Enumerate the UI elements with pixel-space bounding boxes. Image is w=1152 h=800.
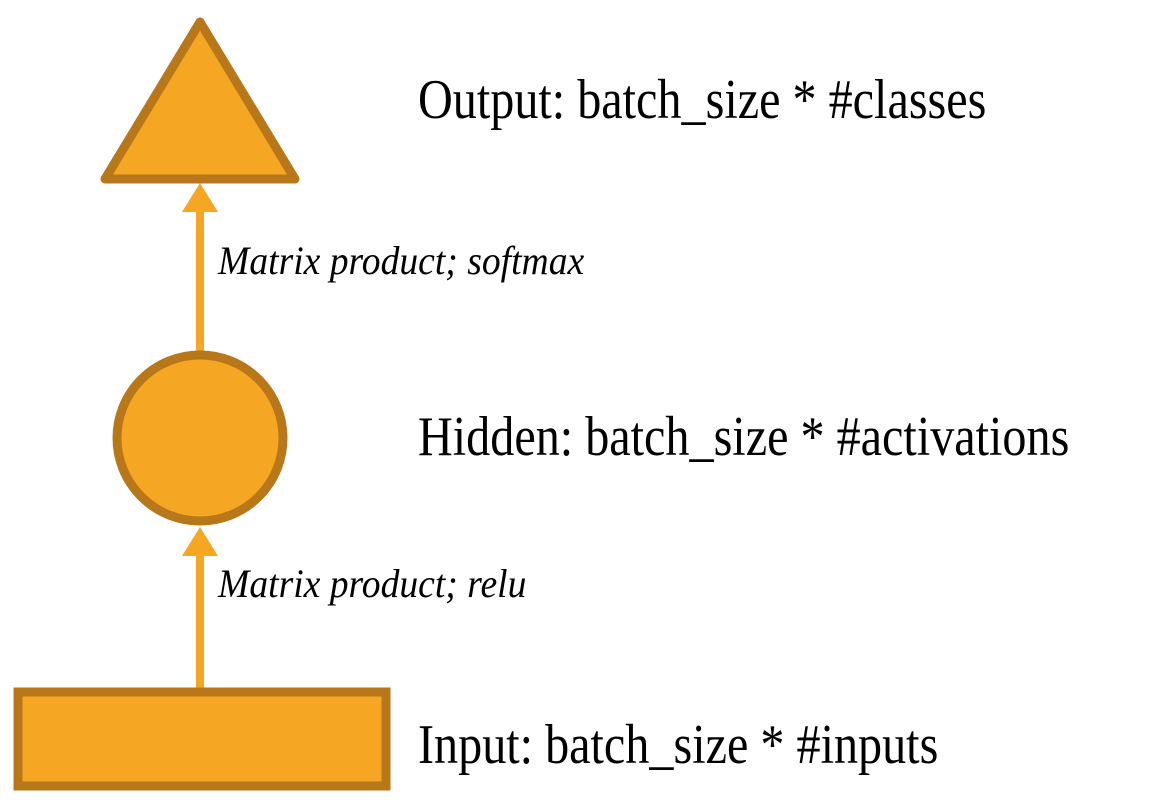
edge-hidden-to-output-arrow — [182, 183, 218, 351]
node-input-shape[interactable] — [13, 687, 391, 791]
node-input-label: Input: batch_size * #inputs — [418, 714, 939, 776]
node-hidden-shape[interactable] — [112, 350, 288, 526]
arrow-up-icon — [182, 183, 218, 351]
node-output-shape[interactable] — [100, 17, 300, 184]
circle-shape — [112, 350, 288, 526]
rectangle-shape — [13, 687, 391, 791]
edge-input-to-hidden-label: Matrix product; relu — [218, 561, 527, 606]
node-output-label: Output: batch_size * #classes — [418, 69, 987, 131]
edge-hidden-to-output-label: Matrix product; softmax — [218, 238, 585, 283]
triangle-shape — [100, 17, 300, 184]
node-hidden-label: Hidden: batch_size * #activations — [418, 406, 1070, 468]
arrow-up-icon — [182, 527, 218, 690]
edge-input-to-hidden-arrow — [182, 527, 218, 690]
